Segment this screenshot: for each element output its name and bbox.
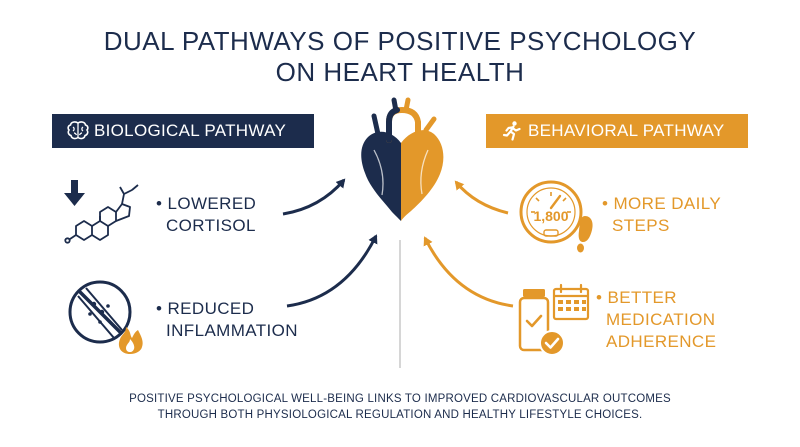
footer-line-1: POSITIVE PSYCHOLOGICAL WELL-BEING LINKS … bbox=[129, 393, 671, 405]
diagram-title: DUAL PATHWAYS OF POSITIVE PSYCHOLOGY ON … bbox=[0, 26, 800, 88]
footer-line-2: THROUGH BOTH PHYSIOLOGICAL REGULATION AN… bbox=[157, 409, 643, 421]
arrow-cortisol-to-heart bbox=[282, 178, 346, 216]
flame-icon bbox=[118, 327, 143, 354]
gauge-value: 1,800 bbox=[533, 208, 568, 224]
check-circle-icon bbox=[539, 330, 565, 356]
more-daily-steps-label: • MORE DAILY STEPS bbox=[602, 194, 722, 235]
pill-bottle-icon bbox=[518, 289, 550, 352]
running-person-icon bbox=[496, 114, 528, 148]
calendar-icon bbox=[552, 283, 590, 321]
biological-pathway-banner: BIOLOGICAL PATHWAY bbox=[52, 114, 314, 148]
behavioral-pathway-banner: BEHAVIORAL PATHWAY bbox=[486, 114, 748, 148]
footprint-icon bbox=[577, 216, 593, 253]
heart-icon bbox=[361, 97, 444, 221]
down-arrow-icon bbox=[64, 180, 85, 206]
lowered-cortisol-label: • LOWERED CORTISOL bbox=[156, 194, 257, 235]
better-medication-adherence-label: • BETTER MEDICATION ADHERENCE bbox=[596, 288, 717, 351]
arrow-steps-to-heart bbox=[454, 180, 509, 215]
title-line-1: DUAL PATHWAYS OF POSITIVE PSYCHOLOGY bbox=[103, 26, 697, 56]
footer-caption: POSITIVE PSYCHOLOGICAL WELL-BEING LINKS … bbox=[0, 391, 800, 423]
pill-bottle-calendar-icon bbox=[518, 283, 590, 356]
arrow-inflammation-to-heart bbox=[286, 234, 378, 308]
step-counter-gauge-icon: 1,800 bbox=[519, 180, 593, 253]
arrow-medication-to-heart bbox=[423, 236, 514, 308]
steroid-molecule-down-arrow-icon bbox=[64, 180, 139, 244]
biological-pathway-label: BIOLOGICAL PATHWAY bbox=[94, 121, 287, 140]
behavioral-pathway-label: BEHAVIORAL PATHWAY bbox=[528, 121, 725, 140]
blocked-vessel-flame-icon bbox=[68, 280, 143, 354]
reduced-inflammation-label: • REDUCED INFLAMMATION bbox=[156, 299, 298, 340]
title-line-2: ON HEART HEALTH bbox=[275, 57, 525, 87]
brain-icon bbox=[62, 114, 94, 148]
